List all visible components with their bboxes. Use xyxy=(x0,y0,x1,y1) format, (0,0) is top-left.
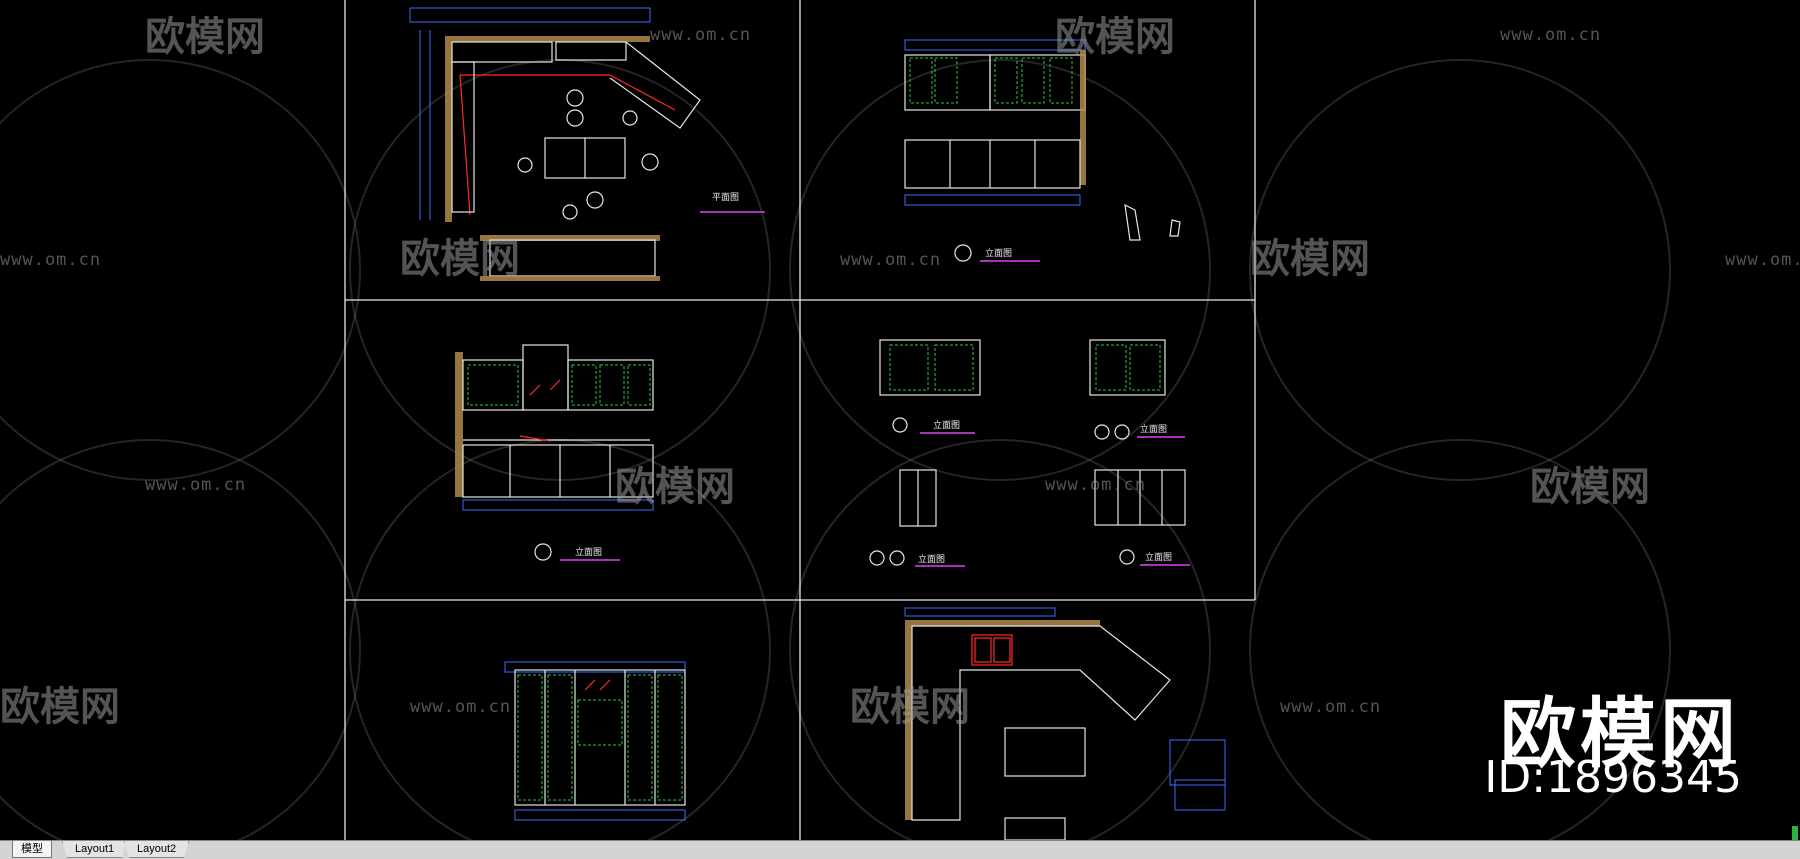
tall-cabinet-elevation[interactable] xyxy=(504,661,686,821)
elevation-3-9-drawings[interactable]: 立面图 立面图 立面图 立面图 xyxy=(869,339,1190,567)
watermark-url: www.om.cn xyxy=(0,250,101,270)
watermark-brand: 欧模网 xyxy=(400,236,520,282)
watermark-brand: 欧模网 xyxy=(145,14,265,60)
watermark-url: www.om.cn xyxy=(1280,697,1381,717)
elevation-8-title: 立面图 xyxy=(1145,551,1172,563)
watermark-arcs xyxy=(0,59,1671,840)
watermark-url: www.om.cn xyxy=(1725,250,1800,270)
elevation-2-drawing[interactable]: 立面图 xyxy=(455,344,654,561)
layout-tab-bar: 模型 Layout1 Layout2 xyxy=(0,840,1800,859)
watermark-layer: 欧模网 www.om.cn 欧模网 www.om.cn www.om.cn 欧模… xyxy=(0,14,1800,730)
watermark-url: www.om.cn xyxy=(410,697,511,717)
countertop-plan[interactable] xyxy=(904,607,1226,840)
watermark-url: www.om.cn xyxy=(650,25,751,45)
watermark-brand: 欧模网 xyxy=(0,684,120,730)
sheet-frame xyxy=(344,0,1256,840)
elevation-1-title: 立面图 xyxy=(985,247,1012,259)
watermark-brand: 欧模网 xyxy=(615,464,735,510)
elevation-4-5-title: 立面图 xyxy=(1140,423,1167,435)
watermark-url: www.om.cn xyxy=(840,250,941,270)
elevation-1-drawing[interactable]: 立面图 xyxy=(904,39,1181,262)
cad-drawing-canvas[interactable]: 平面图 立面图 xyxy=(0,0,1800,840)
plan-title: 平面图 xyxy=(712,192,739,203)
elevation-2-title: 立面图 xyxy=(575,546,602,558)
watermark-brand: 欧模网 xyxy=(1250,236,1370,282)
brand-overlay-name: 欧模网 xyxy=(1500,689,1740,778)
watermark-url: www.om.cn xyxy=(1500,25,1601,45)
watermark-url: www.om.cn xyxy=(145,475,246,495)
watermark-brand: 欧模网 xyxy=(850,684,970,730)
tab-layout1[interactable]: Layout1 xyxy=(62,841,128,858)
brand-overlay-id: ID:1896345 xyxy=(1484,752,1742,803)
tab-model[interactable]: 模型 xyxy=(12,841,52,858)
watermark-brand: 欧模网 xyxy=(1055,14,1175,60)
watermark-brand: 欧模网 xyxy=(1530,464,1650,510)
plan-view-drawing[interactable]: 平面图 xyxy=(409,7,765,281)
elevation-6-7-title: 立面图 xyxy=(918,553,945,565)
tab-layout2[interactable]: Layout2 xyxy=(124,841,190,858)
watermark-url: www.om.cn xyxy=(1045,475,1146,495)
elevation-3-title: 立面图 xyxy=(933,419,960,431)
